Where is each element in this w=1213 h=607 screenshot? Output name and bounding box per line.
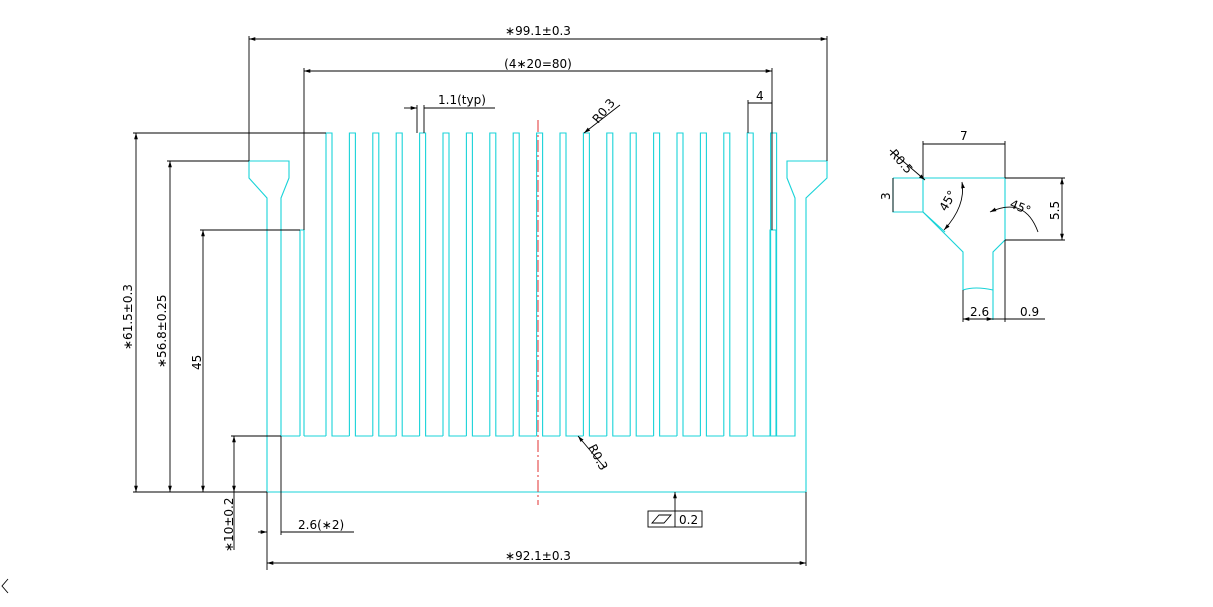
detail-radius-label: R0.5 bbox=[887, 147, 916, 177]
dim-overall-height: ∗61.5±0.3 bbox=[121, 132, 326, 493]
fin-comb bbox=[304, 132, 778, 437]
overall-width-label: ∗99.1±0.3 bbox=[505, 24, 571, 38]
profile-outline bbox=[248, 160, 828, 493]
wall-thickness-label: 2.6(∗2) bbox=[298, 518, 344, 532]
fin-height-label: 45 bbox=[190, 355, 204, 370]
detail-top-width-label: 7 bbox=[960, 129, 968, 143]
flatness-value: 0.2 bbox=[679, 513, 698, 527]
dim-fin-thickness: 1.1(typ) bbox=[404, 93, 495, 133]
base-width-label: ∗92.1±0.3 bbox=[505, 549, 571, 563]
flatness-icon bbox=[651, 514, 672, 524]
dim-fin-tip-radius: R0.3 bbox=[583, 96, 621, 134]
heatsink-profile bbox=[248, 132, 828, 493]
overall-height-label: ∗61.5±0.3 bbox=[121, 284, 135, 350]
dim-end-offset: 4 bbox=[747, 89, 773, 133]
detail-left-height-label: 3 bbox=[879, 192, 893, 200]
fin-root-detail: 7 R0.5 3 5.5 45° 45° 2.6 0.9 bbox=[879, 129, 1065, 322]
end-offset-label: 4 bbox=[756, 89, 764, 103]
detail-angle-right-label: 45° bbox=[1008, 197, 1033, 218]
fin-tip-radius-label: R0.3 bbox=[590, 96, 618, 126]
fin-thickness-label: 1.1(typ) bbox=[438, 93, 486, 107]
dim-base-width: ∗92.1±0.3 bbox=[267, 492, 807, 566]
dim-fin-span: (4∗20=80) bbox=[303, 57, 773, 230]
detail-right-height-label: 5.5 bbox=[1048, 201, 1062, 220]
dim-fin-root-radius: R0.3 bbox=[577, 435, 611, 473]
dim-mid-height: ∗56.8±0.25 bbox=[155, 160, 267, 493]
fin-span-label: (4∗20=80) bbox=[504, 57, 572, 71]
mid-height-label: ∗56.8±0.25 bbox=[155, 294, 169, 368]
fin bbox=[304, 132, 778, 437]
detail-bottom-left-label: 2.6 bbox=[970, 305, 989, 319]
dim-overall-width: ∗99.1±0.3 bbox=[248, 24, 828, 161]
fin-root-radius-label: R0.3 bbox=[585, 442, 610, 473]
ucs-icon bbox=[1, 578, 9, 594]
detail-bottom-right-label: 0.9 bbox=[1020, 305, 1039, 319]
dim-base-thickness: ∗10±0.2 bbox=[222, 435, 281, 552]
flatness-callout: 0.2 bbox=[647, 492, 703, 528]
detail-angle-left-label: 45° bbox=[936, 188, 959, 213]
dim-wall-thickness: 2.6(∗2) bbox=[258, 436, 354, 570]
base-thickness-label: ∗10±0.2 bbox=[222, 498, 236, 552]
dim-fin-height: 45 bbox=[190, 229, 300, 493]
